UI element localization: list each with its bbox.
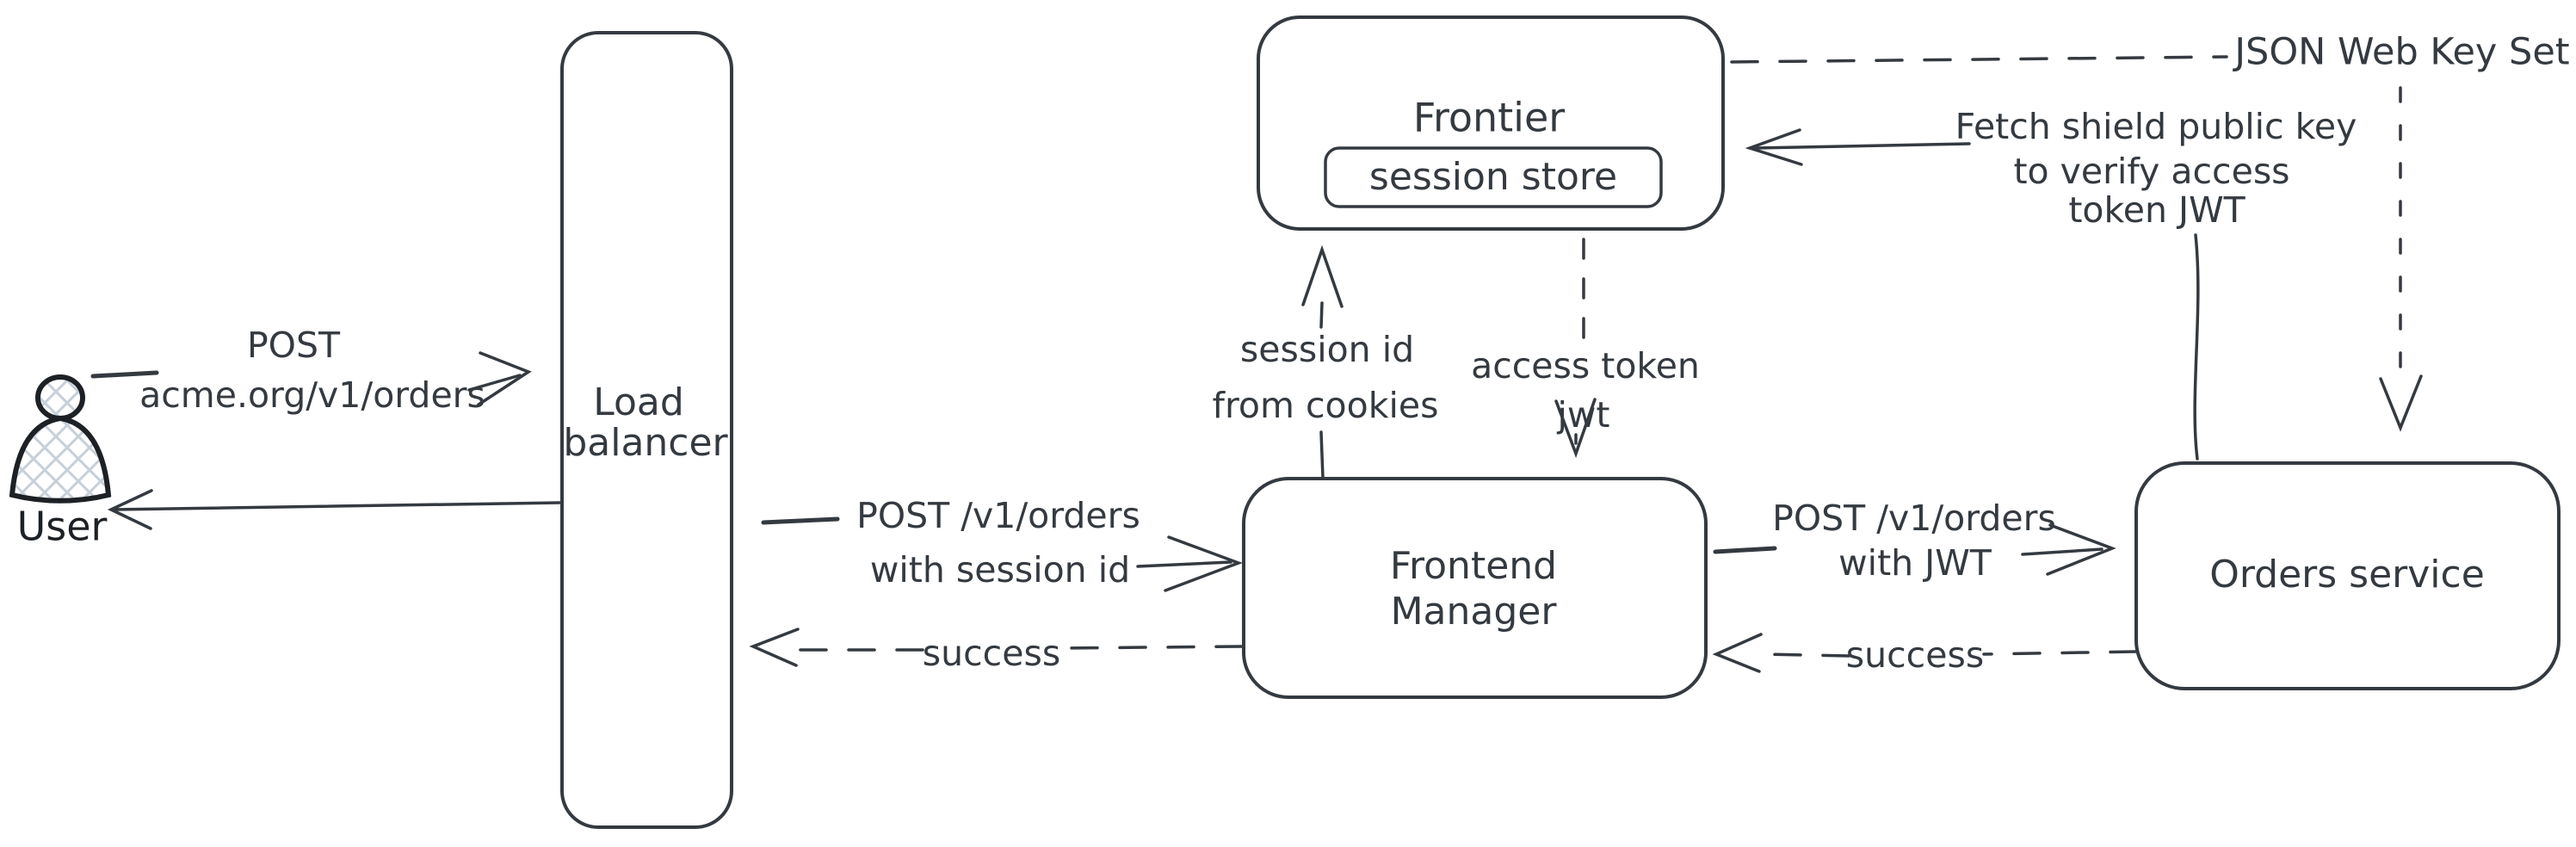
load-balancer-label-line1: Load: [593, 380, 684, 424]
edge-label-post-jwt-line1: POST /v1/orders: [1772, 498, 2056, 539]
frontier-label: Frontier: [1413, 95, 1565, 141]
edge-label-success-left: success: [923, 633, 1060, 674]
edge-label-access-token-line2: jwt: [1557, 394, 1610, 436]
edge-label-fetch-line1: Fetch shield public key: [1955, 106, 2357, 147]
arrow-fm-to-orders: [1713, 523, 2116, 576]
jwks-label: JSON Web Key Set: [2232, 31, 2569, 74]
arrow-orders-to-fm-success: [1712, 633, 2138, 673]
arrow-orders-to-frontier: [1745, 128, 2200, 461]
edge-label-lb-fm-line2: with session id: [870, 549, 1130, 590]
edge-label-session-id-line1: session id: [1240, 329, 1414, 370]
arrow-user-to-lb: [90, 351, 532, 406]
edge-label-lb-fm-line1: POST /v1/orders: [856, 495, 1140, 536]
edge-label-post-jwt-line2: with JWT: [1838, 542, 1992, 584]
arrow-jwks: [1730, 55, 2423, 432]
orders-service-label: Orders service: [2209, 553, 2485, 597]
edge-label-access-token-line1: access token: [1471, 345, 1700, 386]
session-store-label: session store: [1369, 155, 1617, 199]
edge-label-fetch-line3: token JWT: [2068, 189, 2246, 231]
user-label: User: [17, 504, 108, 550]
edge-label-post-line1: POST: [247, 325, 341, 366]
load-balancer-box[interactable]: [560, 31, 733, 829]
arrow-lb-to-fm: [761, 516, 1244, 592]
edge-label-success-right: success: [1846, 634, 1984, 676]
edge-label-session-id-line2: from cookies: [1213, 385, 1439, 426]
edge-label-fetch-line2: to verify access: [2013, 151, 2289, 192]
arrow-lb-to-user: [107, 489, 561, 530]
edge-label-post-line2: acme.org/v1/orders: [139, 374, 485, 416]
arrow-fm-to-lb-success: [749, 628, 1244, 667]
frontend-manager-box[interactable]: [1242, 477, 1708, 699]
arrow-fm-to-frontier: [1301, 244, 1344, 479]
session-store-box[interactable]: [1324, 146, 1663, 208]
orders-service-box[interactable]: [2134, 461, 2561, 690]
frontend-manager-label-line1: Frontend: [1390, 544, 1557, 588]
user-icon[interactable]: [9, 374, 112, 504]
load-balancer-label-line2: balancer: [563, 421, 728, 465]
arrow-frontier-to-fm: [1554, 238, 1597, 459]
frontend-manager-label-line2: Manager: [1391, 590, 1558, 634]
user-body: [9, 415, 112, 504]
user-head: [35, 374, 85, 421]
